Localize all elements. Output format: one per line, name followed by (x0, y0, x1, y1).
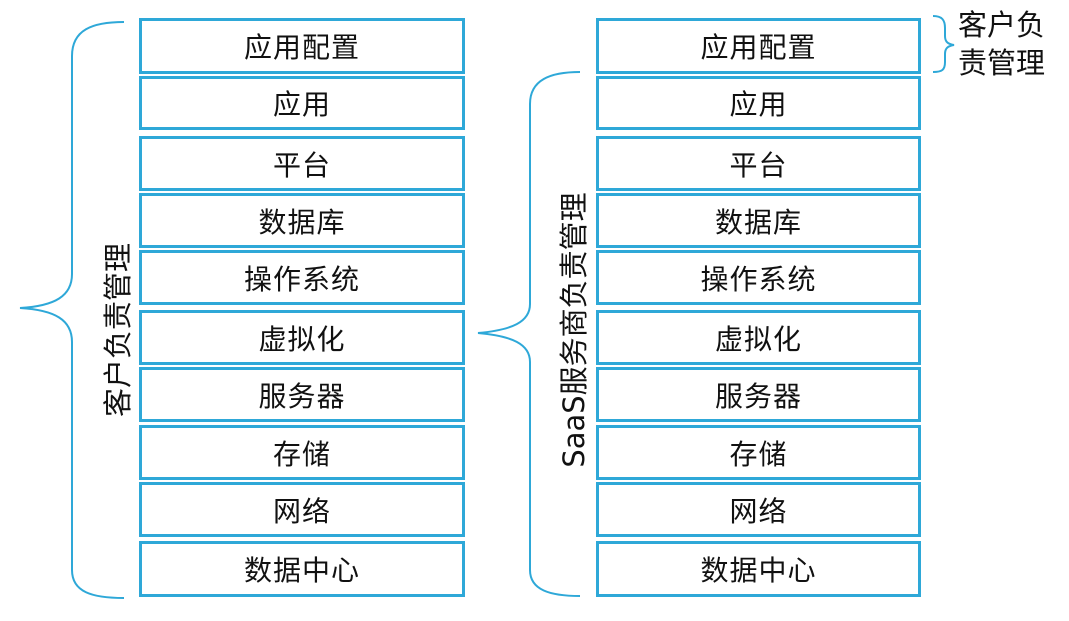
layer-database: 数据库 (596, 193, 921, 248)
layer-database: 数据库 (139, 193, 465, 248)
layer-virtualization: 虚拟化 (596, 310, 921, 365)
layer-storage: 存储 (139, 425, 465, 480)
layer-app: 应用 (596, 76, 921, 130)
layer-datacenter: 数据中心 (139, 541, 465, 597)
layer-server: 服务器 (139, 367, 465, 422)
layer-app-config: 应用配置 (596, 18, 921, 74)
middle-brace (477, 71, 581, 597)
layer-app-config: 应用配置 (139, 18, 465, 74)
layer-platform: 平台 (139, 136, 465, 191)
layer-storage: 存储 (596, 425, 921, 480)
saas-provider-managed-label: SaaS服务商负责管理 (557, 192, 591, 468)
layer-network: 网络 (139, 482, 465, 537)
layer-server: 服务器 (596, 367, 921, 422)
layer-os: 操作系统 (596, 250, 921, 305)
top-right-brace (932, 15, 955, 73)
layer-datacenter: 数据中心 (596, 541, 921, 597)
left-brace (19, 21, 125, 599)
layer-app: 应用 (139, 76, 465, 130)
layer-virtualization: 虚拟化 (139, 310, 465, 365)
layer-os: 操作系统 (139, 250, 465, 305)
layer-network: 网络 (596, 482, 921, 537)
customer-managed-top-label: 客户负责管理 (958, 8, 1046, 80)
layer-platform: 平台 (596, 136, 921, 191)
customer-managed-label: 客户负责管理 (101, 242, 135, 418)
